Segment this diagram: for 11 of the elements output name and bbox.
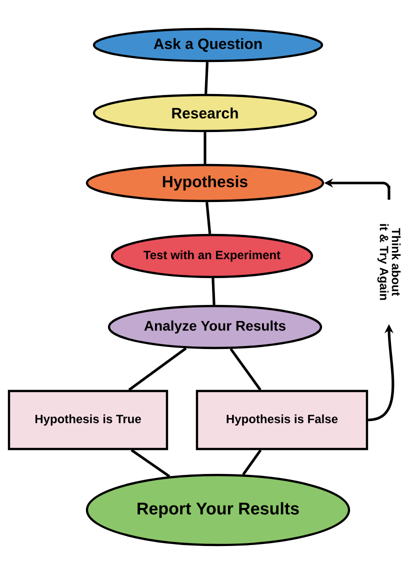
connector-line <box>204 132 206 164</box>
loop-note: Think about it & Try Again <box>377 224 401 300</box>
connector-line <box>212 278 216 305</box>
outcome-box: Hypothesis is False <box>196 390 368 450</box>
connector-line <box>206 202 212 234</box>
outcome-box: Hypothesis is True <box>8 390 168 450</box>
connector-line <box>130 449 170 478</box>
connector-line <box>230 348 262 391</box>
connector-line <box>204 62 209 94</box>
connector-line <box>128 347 187 391</box>
connector-line <box>242 449 262 476</box>
